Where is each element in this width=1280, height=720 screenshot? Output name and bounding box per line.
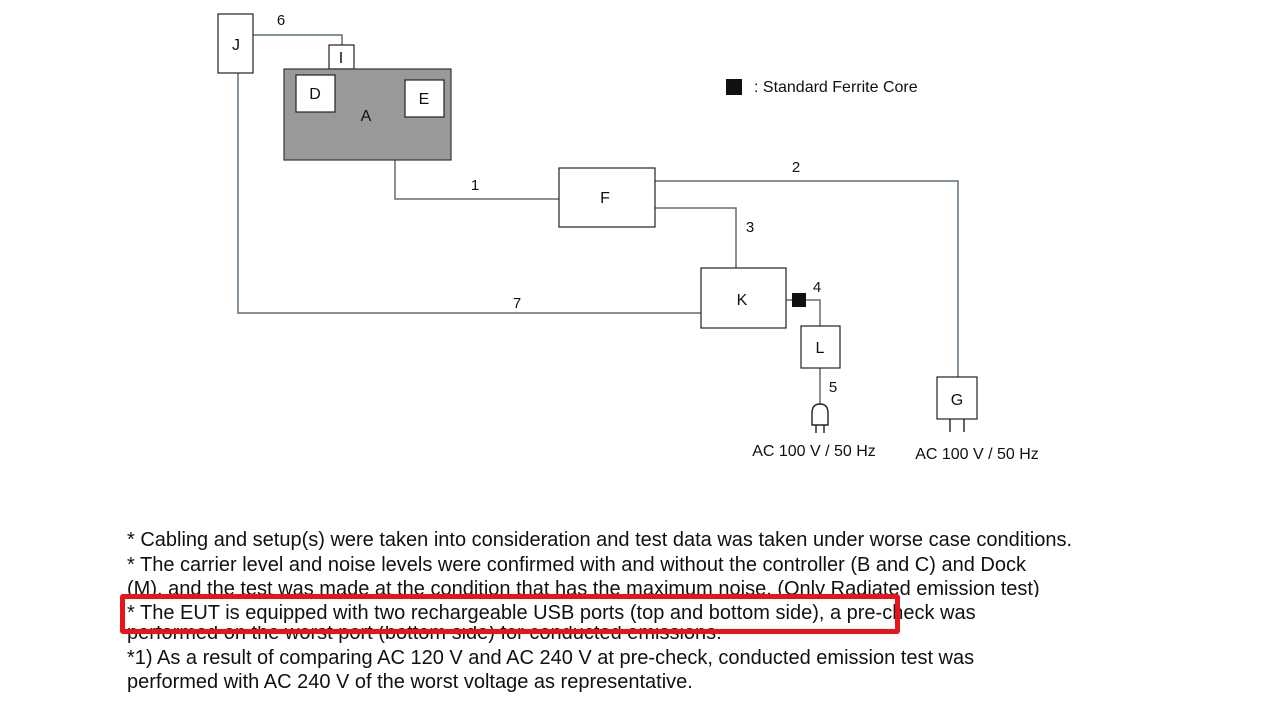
cable-1-label: 1 — [471, 177, 479, 194]
note-line-1: * Cabling and setup(s) were taken into c… — [127, 529, 1072, 551]
box-f — [558, 167, 656, 228]
box-k — [700, 267, 787, 329]
note-line-3: (M), and the test was made at the condit… — [127, 578, 1040, 597]
box-e — [404, 79, 445, 118]
note-line-4-rest: , a pre-check was — [818, 602, 976, 624]
highlighted-note: * The EUT is equipped with two rechargea… — [127, 602, 819, 624]
notes-block: * Cabling and setup(s) were taken into c… — [127, 528, 1227, 695]
box-e-label: E — [419, 91, 430, 108]
legend-label: : Standard Ferrite Core — [754, 79, 918, 96]
note-line-4: * The EUT is equipped with two rechargea… — [127, 601, 1227, 626]
legend-ferrite-swatch — [726, 79, 742, 95]
test-setup-diagram: J I A D E F K L G 6 1 2 3 4 5 7 : Standa… — [217, 12, 1039, 463]
g-plug-icon — [949, 419, 965, 432]
box-l — [800, 325, 841, 369]
box-i-label: I — [339, 50, 343, 67]
box-l-label: L — [816, 340, 825, 357]
cable-1 — [394, 160, 559, 200]
eut-a-label: A — [361, 108, 372, 125]
cable-3-label: 3 — [746, 219, 754, 236]
ac-supply-label-right: AC 100 V / 50 Hz — [915, 446, 1039, 463]
cable-2 — [655, 180, 959, 377]
box-d-label: D — [309, 86, 321, 103]
cable-6 — [253, 34, 343, 45]
note-line-7: performed with AC 240 V of the worst vol… — [127, 671, 693, 693]
ac-plug-icon — [811, 403, 829, 433]
box-g — [936, 376, 978, 420]
cable-3 — [655, 207, 737, 268]
cable-4-label: 4 — [813, 279, 821, 296]
cable-6-label: 6 — [277, 12, 285, 29]
note-line-6: *1) As a result of comparing AC 120 V an… — [127, 646, 975, 669]
ferrite-core — [792, 293, 806, 307]
note-line-5: performed on the worst port (bottom side… — [127, 625, 722, 643]
box-d — [295, 74, 336, 113]
box-j-label: J — [232, 37, 240, 54]
cable-7 — [237, 73, 701, 314]
cable-5-label: 5 — [829, 379, 837, 396]
ac-supply-label-left: AC 100 V / 50 Hz — [752, 443, 876, 460]
box-f-label: F — [600, 190, 610, 207]
box-g-label: G — [951, 392, 963, 409]
cable-2-label: 2 — [792, 159, 800, 176]
box-k-label: K — [737, 292, 748, 309]
cable-7-label: 7 — [513, 295, 521, 312]
box-j — [217, 13, 254, 74]
note-line-2: * The carrier level and noise levels wer… — [127, 553, 1026, 576]
